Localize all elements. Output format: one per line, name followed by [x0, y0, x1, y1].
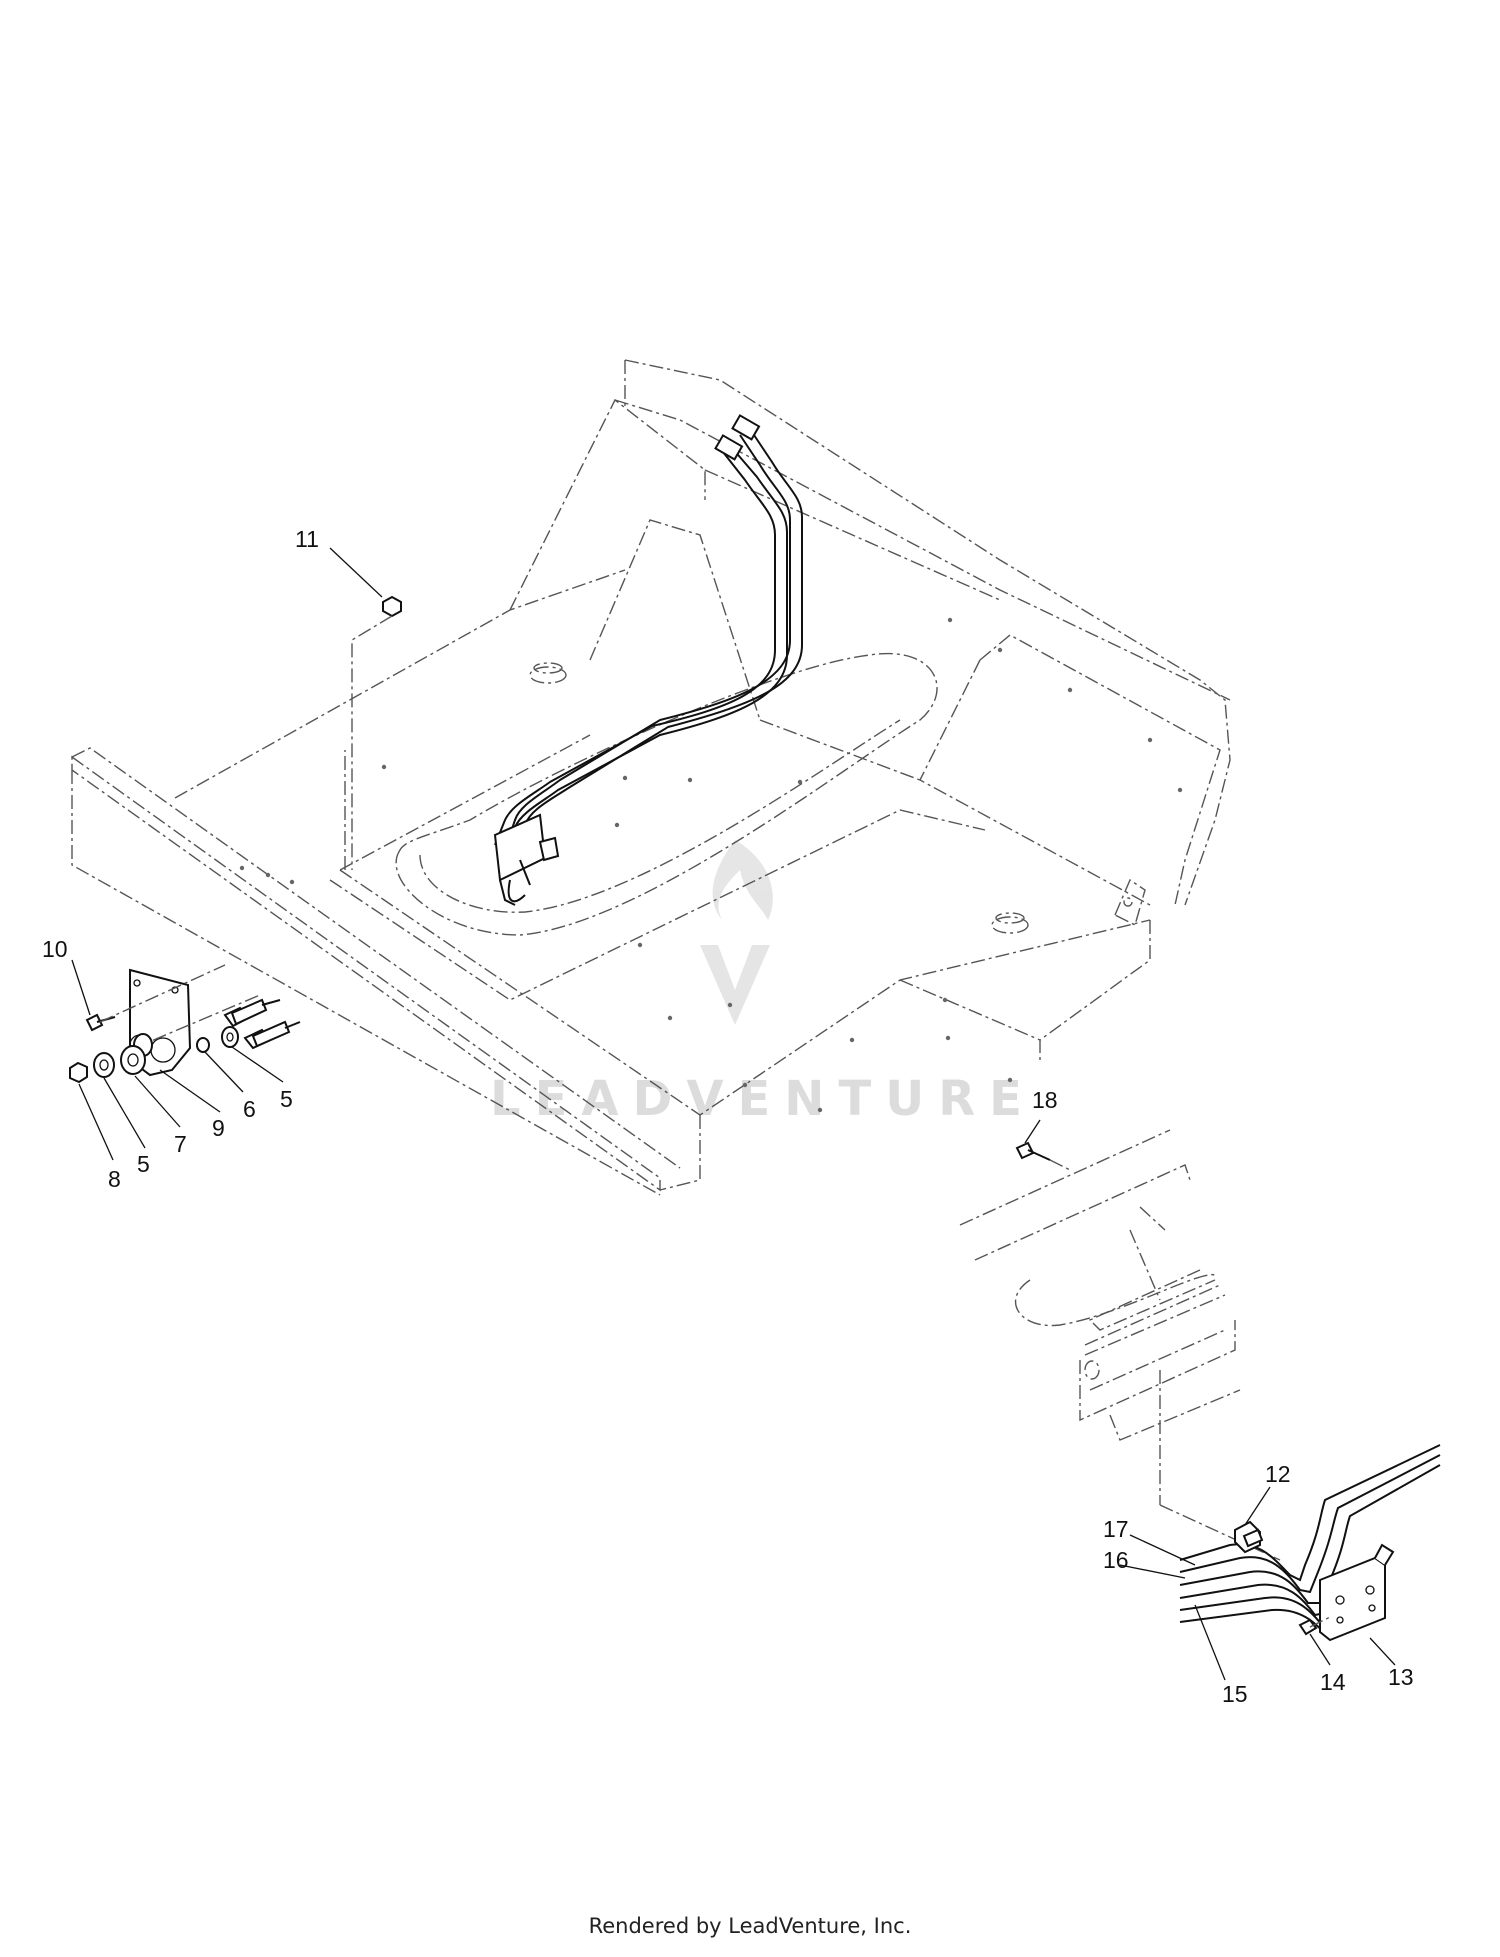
- callout-7: 7: [174, 1131, 187, 1157]
- callout-13: 13: [1388, 1664, 1414, 1690]
- callout-6: 6: [243, 1096, 256, 1122]
- leadventure-watermark: LEADVENTURE: [490, 840, 1036, 1127]
- nut-11: [351, 595, 402, 870]
- callouts: 11 10 5 6 9 7 5 8 18 12 17 16 13 14 15: [42, 526, 1414, 1707]
- callout-18: 18: [1032, 1087, 1058, 1113]
- callout-11: 11: [295, 526, 319, 552]
- callout-17: 17: [1103, 1516, 1129, 1542]
- frame-phantom: [71, 359, 1231, 1196]
- fitting-bracket-assembly: [69, 964, 301, 1084]
- callout-5-right: 5: [280, 1086, 293, 1112]
- detail-view: [959, 1129, 1441, 1642]
- callout-5-left: 5: [137, 1151, 150, 1177]
- leader-lines: [71, 547, 1396, 1681]
- callout-8: 8: [108, 1166, 121, 1192]
- watermark-text: LEADVENTURE: [490, 1071, 1036, 1127]
- callout-10: 10: [42, 936, 68, 962]
- hydraulic-tube-bundle: [493, 414, 803, 906]
- callout-16: 16: [1103, 1547, 1129, 1573]
- footer-credit: Rendered by LeadVenture, Inc.: [588, 1914, 912, 1938]
- callout-12: 12: [1265, 1461, 1291, 1487]
- callout-14: 14: [1320, 1669, 1346, 1695]
- callout-9: 9: [212, 1115, 225, 1141]
- callout-15: 15: [1222, 1681, 1248, 1707]
